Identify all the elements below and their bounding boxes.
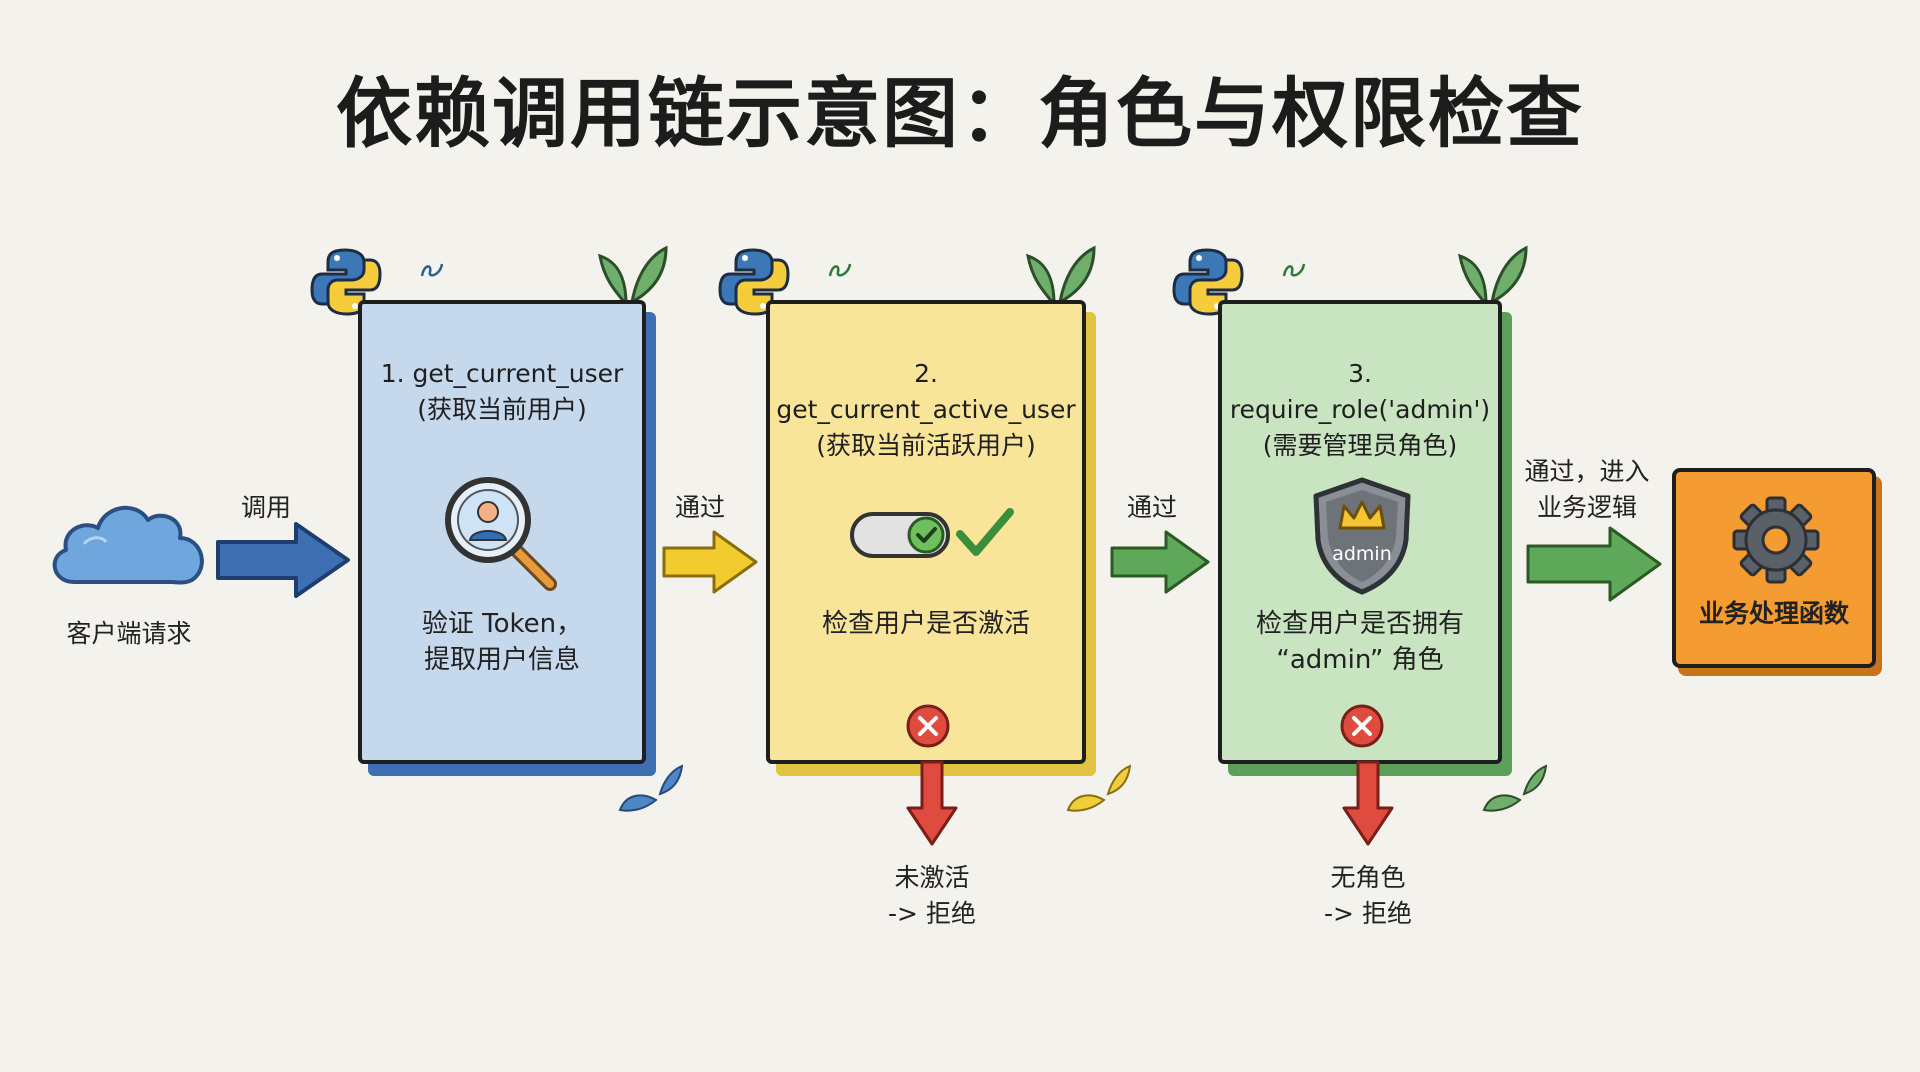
step-2-subtitle: (获取当前活跃用户): [816, 431, 1036, 460]
step-2-box: 2. get_current_active_user (获取当前活跃用户) 检查…: [766, 300, 1086, 764]
pass-arrow-1: [662, 530, 758, 594]
toggle-check-icon: [850, 508, 1014, 558]
step-3-desc-line2: “admin” 角色: [1276, 645, 1444, 675]
python-logo-icon: [1172, 248, 1244, 316]
step-2-desc: 检查用户是否激活: [821, 609, 1030, 639]
step-1-title: 1. get_current_user: [380, 359, 624, 388]
leaves-icon: [1026, 245, 1096, 306]
gear-icon: [1732, 496, 1820, 584]
squiggle-icon: [420, 263, 444, 277]
reject-x-icon: [906, 704, 950, 748]
magnifier-user-icon: [445, 477, 557, 591]
squiggle-icon: [1282, 263, 1306, 277]
pass-enter-label: 通过，进入 业务逻辑: [1512, 454, 1662, 526]
step-1-desc-line1: 验证 Token，: [421, 609, 583, 639]
client-request-label: 客户端请求: [66, 619, 192, 648]
handler-box: 业务处理函数: [1672, 468, 1876, 668]
pass-enter-line1: 通过，进入: [1524, 457, 1650, 486]
no-role-reject-line1: 无角色: [1330, 863, 1406, 892]
step-1-desc-line2: 提取用户信息: [423, 645, 580, 675]
pass-label-1: 通过: [674, 493, 725, 522]
pass-enter-line2: 业务逻辑: [1536, 493, 1637, 522]
no-role-reject-line2: -> 拒绝: [1324, 899, 1412, 928]
pass-arrow-2: [1110, 530, 1210, 594]
call-label: 调用: [240, 493, 291, 522]
pass-label-2: 通过: [1126, 493, 1177, 522]
step-3-desc: 检查用户是否拥有 “admin” 角色: [1222, 606, 1498, 678]
python-logo-icon: [718, 248, 790, 316]
step-3-box: 3. require_role('admin') (需要管理员角色) admin…: [1218, 300, 1502, 764]
step-1-subtitle: (获取当前用户): [417, 395, 587, 424]
inactive-reject-label: 未激活 -> 拒绝: [852, 860, 1012, 932]
no-role-reject-label: 无角色 -> 拒绝: [1288, 860, 1448, 932]
leaf-icon: [1066, 764, 1132, 812]
leaf-icon: [1482, 764, 1548, 812]
call-arrow: [216, 522, 350, 598]
squiggle-icon: [828, 263, 852, 277]
inactive-reject-line1: 未激活: [894, 863, 970, 892]
reject-x-icon: [1340, 704, 1384, 748]
step-3-title-group: 3. require_role('admin') (需要管理员角色): [1222, 356, 1498, 464]
handler-label: 业务处理函数: [1698, 599, 1849, 628]
step-3-desc-line1: 检查用户是否拥有: [1255, 609, 1464, 639]
step-1-box: 1. get_current_user (获取当前用户) 验证 Token， 提…: [358, 300, 646, 764]
step-2-title-group: 2. get_current_active_user (获取当前活跃用户): [770, 356, 1082, 464]
step-3-title: 3. require_role('admin'): [1229, 359, 1491, 424]
reject-arrow-2: [1342, 760, 1394, 846]
step-2-title: 2. get_current_active_user: [776, 359, 1076, 424]
python-logo-icon: [310, 248, 382, 316]
shield-admin-text: admin: [1332, 543, 1392, 565]
inactive-reject-line2: -> 拒绝: [888, 899, 976, 928]
leaves-icon: [598, 245, 668, 306]
leaf-icon: [618, 764, 684, 812]
admin-shield-icon: admin: [1313, 477, 1411, 595]
step-1-title-group: 1. get_current_user (获取当前用户): [362, 356, 642, 428]
pass-arrow-3: [1526, 526, 1662, 602]
reject-arrow-1: [906, 760, 958, 846]
page-title: 依赖调用链示意图：角色与权限检查: [336, 69, 1584, 158]
step-1-desc: 验证 Token， 提取用户信息: [362, 606, 642, 678]
cloud-icon: [52, 505, 204, 585]
step-3-subtitle: (需要管理员角色): [1262, 431, 1458, 460]
leaves-icon: [1458, 245, 1528, 306]
